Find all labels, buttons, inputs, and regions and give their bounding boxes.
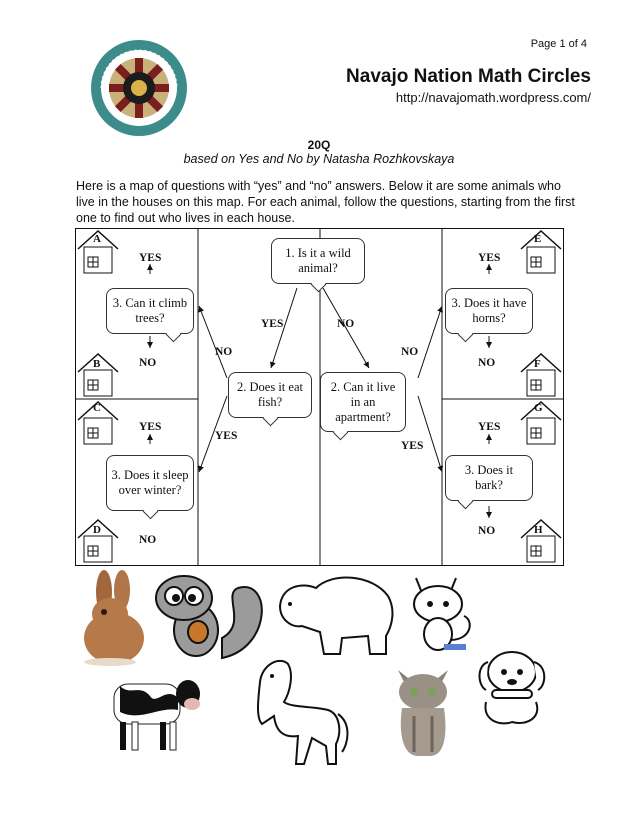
activity-title: 20Q bbox=[0, 138, 638, 152]
yes-label: YES bbox=[139, 252, 161, 264]
house-c: C bbox=[76, 400, 120, 446]
yes-label: YES bbox=[215, 430, 237, 442]
fox-illustration bbox=[402, 570, 478, 654]
navajo-math-circles-logo bbox=[80, 38, 198, 138]
activity-subtitle: based on Yes and No by Natasha Rozhkovsk… bbox=[0, 152, 638, 166]
no-label: NO bbox=[478, 525, 495, 537]
puppy-illustration bbox=[472, 642, 552, 728]
rabbit-illustration bbox=[74, 568, 160, 668]
house-e: E bbox=[519, 229, 563, 275]
no-label: NO bbox=[337, 318, 354, 330]
bear-illustration bbox=[272, 566, 398, 658]
yes-label: YES bbox=[261, 318, 283, 330]
house-a: A bbox=[76, 229, 120, 275]
site-url[interactable]: http://navajomath.wordpress.com/ bbox=[396, 90, 591, 105]
question-3-sleep-bubble: 3. Does it sleep over winter? bbox=[106, 455, 194, 511]
kitten-illustration bbox=[388, 656, 458, 760]
page-number: Page 1 of 4 bbox=[531, 38, 587, 50]
yes-label: YES bbox=[478, 252, 500, 264]
yes-label: YES bbox=[139, 421, 161, 433]
page-title: Navajo Nation Math Circles bbox=[346, 66, 591, 88]
intro-paragraph: Here is a map of questions with “yes” an… bbox=[76, 178, 576, 226]
no-label: NO bbox=[215, 346, 232, 358]
question-1-bubble: 1. Is it a wild animal? bbox=[271, 238, 365, 284]
squirrel-illustration bbox=[152, 568, 270, 664]
no-label: NO bbox=[401, 346, 418, 358]
question-2-apartment-bubble: 2. Can it live in an apartment? bbox=[320, 372, 406, 432]
question-3-bark-bubble: 3. Does it bark? bbox=[445, 455, 533, 501]
house-icon bbox=[519, 352, 563, 398]
no-label: NO bbox=[139, 357, 156, 369]
cow-illustration bbox=[100, 666, 204, 756]
house-f: F bbox=[519, 352, 563, 398]
question-3-horns-bubble: 3. Does it have horns? bbox=[445, 288, 533, 334]
yes-label: YES bbox=[478, 421, 500, 433]
question-3-climb-bubble: 3. Can it climb trees? bbox=[106, 288, 194, 334]
house-d: D bbox=[76, 518, 120, 564]
house-g: G bbox=[519, 400, 563, 446]
question-map: 1. Is it a wild animal? 2. Does it eat f… bbox=[75, 228, 564, 566]
no-label: NO bbox=[139, 534, 156, 546]
no-label: NO bbox=[478, 357, 495, 369]
horse-illustration bbox=[248, 652, 352, 770]
house-b: B bbox=[76, 352, 120, 398]
yes-label: YES bbox=[401, 440, 423, 452]
question-2-fish-bubble: 2. Does it eat fish? bbox=[228, 372, 312, 418]
house-h: H bbox=[519, 518, 563, 564]
